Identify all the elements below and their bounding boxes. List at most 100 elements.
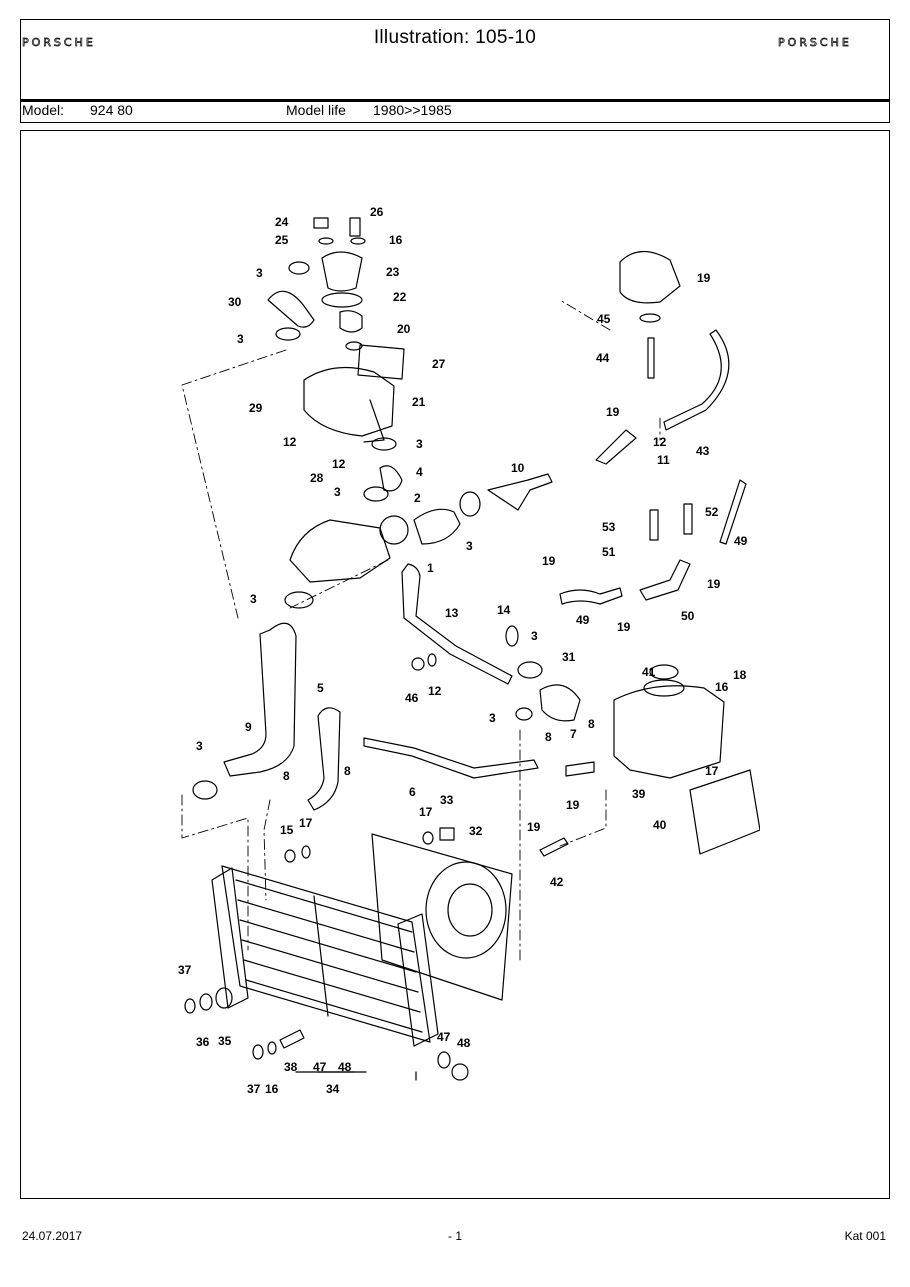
pipe-10 bbox=[487, 473, 553, 511]
callout-12: 12 bbox=[332, 457, 346, 471]
callout-19: 19 bbox=[617, 620, 631, 634]
callout-37: 37 bbox=[178, 963, 192, 977]
callout-43: 43 bbox=[696, 444, 710, 458]
callout-31: 31 bbox=[562, 650, 576, 664]
header-rule bbox=[20, 99, 890, 102]
svg-text:PORSCHE: PORSCHE bbox=[778, 36, 852, 48]
callout-26: 26 bbox=[370, 205, 384, 219]
callout-3: 3 bbox=[489, 711, 496, 725]
callout-41: 41 bbox=[642, 665, 656, 679]
callout-23: 23 bbox=[386, 265, 400, 279]
callout-10: 10 bbox=[511, 461, 525, 475]
callout-3: 3 bbox=[334, 485, 341, 499]
exploded-parts-diagram: 24 26 25 16 3 23 30 22 20 3 27 21 29 12 … bbox=[178, 205, 760, 1096]
pipe-50 bbox=[639, 559, 691, 601]
callout-9: 9 bbox=[245, 720, 252, 734]
hose-42 bbox=[539, 837, 569, 857]
callout-34: 34 bbox=[326, 1082, 340, 1096]
callout-37: 37 bbox=[247, 1082, 261, 1096]
hose-5 bbox=[307, 707, 341, 811]
hose-4 bbox=[379, 465, 403, 492]
callout-labels: 24 26 25 16 3 23 30 22 20 3 27 21 29 12 … bbox=[178, 205, 748, 1096]
callout-3: 3 bbox=[250, 592, 257, 606]
housing-top-right bbox=[619, 250, 681, 304]
catalog-code: Kat 001 bbox=[844, 1229, 886, 1243]
callout-18: 18 bbox=[733, 668, 747, 682]
callout-19: 19 bbox=[527, 820, 541, 834]
callout-50: 50 bbox=[681, 609, 695, 623]
callout-33: 33 bbox=[440, 793, 454, 807]
model-life-label: Model life bbox=[286, 102, 346, 118]
pipe-13 bbox=[401, 563, 513, 685]
callout-3: 3 bbox=[531, 629, 538, 643]
bracket-40 bbox=[689, 769, 760, 855]
hose-30 bbox=[267, 290, 315, 328]
callout-45: 45 bbox=[597, 312, 611, 326]
callout-32: 32 bbox=[469, 824, 483, 838]
callout-11: 11 bbox=[657, 453, 670, 467]
callout-27: 27 bbox=[432, 357, 446, 371]
callout-1: 1 bbox=[427, 561, 434, 575]
callout-51: 51 bbox=[602, 545, 616, 559]
header-frame bbox=[20, 19, 890, 123]
callout-16: 16 bbox=[715, 680, 729, 694]
callout-42: 42 bbox=[550, 875, 564, 889]
page-number: - 1 bbox=[447, 1229, 462, 1243]
callout-35: 35 bbox=[218, 1034, 232, 1048]
callout-12: 12 bbox=[283, 435, 297, 449]
callout-38: 38 bbox=[284, 1060, 298, 1074]
callout-19: 19 bbox=[542, 554, 556, 568]
callout-7: 7 bbox=[570, 727, 577, 741]
callout-47: 47 bbox=[313, 1060, 327, 1074]
model-life-value: 1980>>1985 bbox=[373, 102, 452, 118]
hose-49-right bbox=[719, 479, 747, 545]
callout-46: 46 bbox=[405, 691, 419, 705]
callout-14: 14 bbox=[497, 603, 511, 617]
callout-3: 3 bbox=[256, 266, 263, 280]
callout-12: 12 bbox=[653, 435, 667, 449]
callout-40: 40 bbox=[653, 818, 667, 832]
callout-19: 19 bbox=[606, 405, 620, 419]
print-date: 24.07.2017 bbox=[22, 1229, 83, 1243]
callout-2: 2 bbox=[414, 491, 421, 505]
callout-3: 3 bbox=[196, 739, 203, 753]
callout-44: 44 bbox=[596, 351, 610, 365]
callout-3: 3 bbox=[416, 437, 423, 451]
callout-15: 15 bbox=[280, 823, 294, 837]
hose-7 bbox=[565, 761, 595, 777]
callout-8: 8 bbox=[545, 730, 552, 744]
radiator bbox=[211, 865, 439, 1047]
callout-3: 3 bbox=[466, 539, 473, 553]
callout-19: 19 bbox=[697, 271, 711, 285]
callout-8: 8 bbox=[344, 764, 351, 778]
callout-47: 47 bbox=[437, 1030, 451, 1044]
hose-31 bbox=[539, 684, 581, 722]
callout-25: 25 bbox=[275, 233, 289, 247]
callout-53: 53 bbox=[602, 520, 616, 534]
callout-17: 17 bbox=[419, 805, 433, 819]
pipe-12 bbox=[595, 429, 637, 465]
callout-19: 19 bbox=[707, 577, 721, 591]
callout-28: 28 bbox=[310, 471, 324, 485]
illustration-frame bbox=[20, 130, 890, 1199]
porsche-logo-right: PORSCHE bbox=[778, 36, 852, 48]
callout-17: 17 bbox=[705, 764, 719, 778]
callout-36: 36 bbox=[196, 1035, 210, 1049]
callout-24: 24 bbox=[275, 215, 289, 229]
model-label: Model: bbox=[22, 102, 65, 118]
callout-48: 48 bbox=[338, 1060, 352, 1074]
callout-16: 16 bbox=[265, 1082, 279, 1096]
callout-30: 30 bbox=[228, 295, 242, 309]
fan-shroud bbox=[371, 833, 513, 1001]
model-value: 924 80 bbox=[90, 102, 133, 118]
callout-21: 21 bbox=[412, 395, 426, 409]
sender-52 bbox=[683, 503, 693, 535]
callout-19: 19 bbox=[566, 798, 580, 812]
callout-5: 5 bbox=[317, 681, 324, 695]
callout-49: 49 bbox=[734, 534, 748, 548]
callout-3: 3 bbox=[237, 332, 244, 346]
callout-22: 22 bbox=[393, 290, 407, 304]
hose-9 bbox=[223, 622, 297, 777]
callout-8: 8 bbox=[283, 769, 290, 783]
callout-4: 4 bbox=[416, 465, 423, 479]
